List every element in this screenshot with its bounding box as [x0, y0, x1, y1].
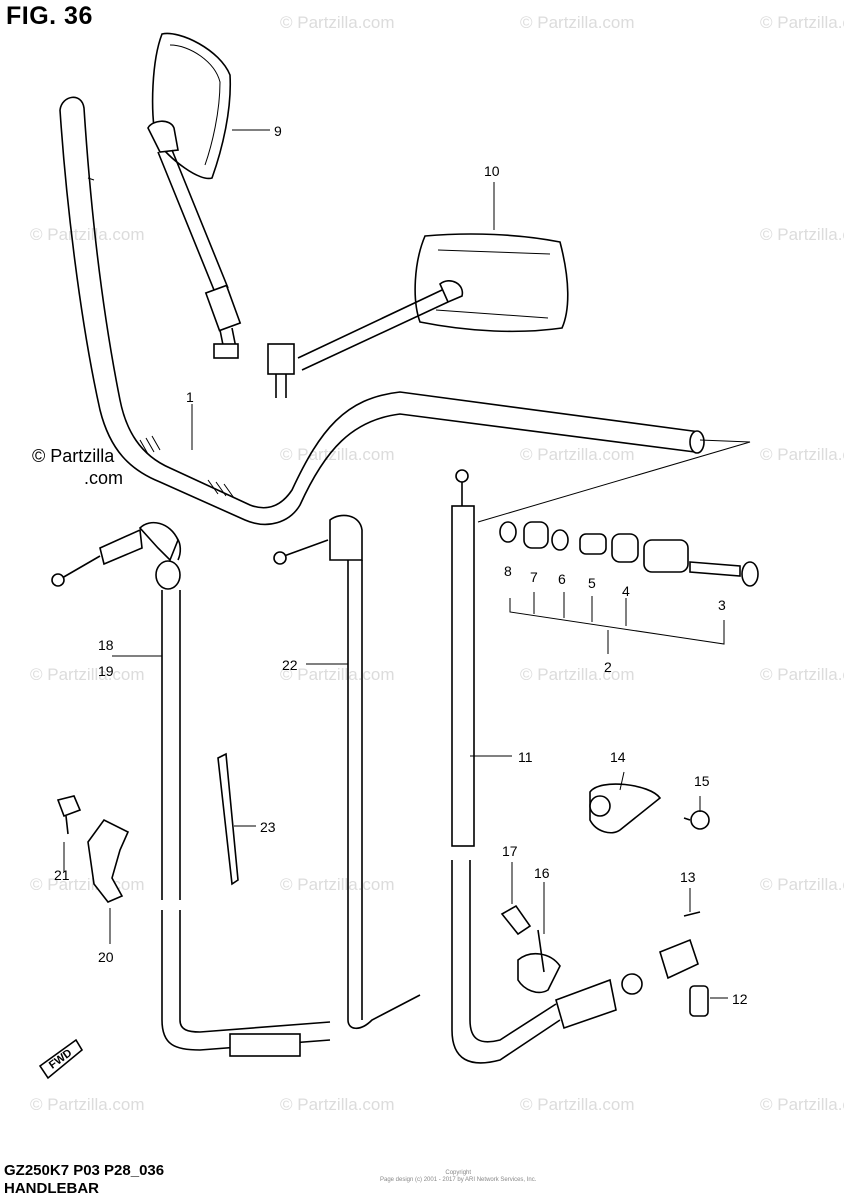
callout-22: 22 — [282, 657, 298, 673]
clutch-cable-part — [451, 469, 699, 1064]
watermark: © Partzilla.com — [760, 1095, 844, 1114]
hardware-set-part — [499, 521, 759, 654]
watermark: © Partzilla.com — [30, 875, 145, 894]
watermark: © Partzilla.com — [760, 665, 844, 684]
watermark: © Partzilla.com — [280, 445, 395, 464]
copyright-line: Page design (c) 2001 - 2017 by ARI Netwo… — [380, 1177, 537, 1183]
callout-4: 4 — [622, 583, 630, 599]
callout-9: 9 — [274, 123, 282, 139]
bracket-part — [589, 771, 662, 834]
watermark: © Partzilla.com — [280, 13, 395, 32]
watermark: © Partzilla.com — [280, 665, 395, 684]
callout-1: 1 — [186, 389, 194, 405]
watermark: © Partzilla.com — [30, 225, 145, 244]
bolt-clamp-part — [500, 904, 561, 994]
watermark: © Partzilla.com — [760, 225, 844, 244]
watermark: © Partzilla.com — [30, 1095, 145, 1114]
clamp-bolt-part — [56, 795, 130, 903]
watermark-line-2: .com — [84, 468, 124, 488]
callout-23: 23 — [260, 819, 276, 835]
callout-11: 11 — [518, 749, 533, 765]
watermark: © Partzilla.com — [760, 13, 844, 32]
fwd-arrow-icon: FWD — [38, 1038, 84, 1080]
diagram-code: GZ250K7 P03 P28_036 — [4, 1162, 165, 1179]
callout-13: 13 — [680, 869, 696, 885]
callout-19: 19 — [98, 663, 114, 679]
callout-12: 12 — [732, 991, 748, 1007]
partzilla-watermark: © Partzilla .com — [32, 445, 123, 489]
callout-2: 2 — [604, 659, 612, 675]
callout-14: 14 — [610, 749, 626, 765]
copyright-line: Copyright — [445, 1170, 472, 1176]
callout-18: 18 — [98, 637, 114, 653]
callout-21: 21 — [54, 867, 70, 883]
callout-3: 3 — [718, 597, 726, 613]
figure-title: FIG. 36 — [6, 2, 93, 30]
throttle-cable-part — [51, 521, 331, 1057]
watermark: © Partzilla.com — [280, 875, 395, 894]
leader-lines — [63, 129, 728, 999]
copyright-note: Copyright Page design (c) 2001 - 2017 by… — [380, 1170, 536, 1184]
right-mirror-part — [267, 233, 569, 398]
callout-7: 7 — [530, 569, 538, 585]
callout-8: 8 — [504, 563, 512, 579]
return-cable-part — [273, 514, 421, 1030]
callout-15: 15 — [694, 773, 710, 789]
watermark: © Partzilla.com — [520, 445, 635, 464]
callout-5: 5 — [588, 575, 596, 591]
watermark: © Partzilla.com — [520, 665, 635, 684]
watermark: © Partzilla.com — [520, 13, 635, 32]
screw-part — [683, 810, 710, 830]
watermark: © Partzilla.com — [760, 445, 844, 464]
handlebar-part — [59, 96, 751, 526]
watermark: © Partzilla.com — [520, 1095, 635, 1114]
callout-6: 6 — [558, 571, 566, 587]
diagram-name: HANDLEBAR — [4, 1180, 99, 1197]
watermark: © Partzilla.com — [280, 1095, 395, 1114]
watermark: © Partzilla.com — [30, 665, 145, 684]
cable-tie-part — [217, 752, 239, 886]
callout-20: 20 — [98, 949, 114, 965]
callout-labels: 9 10 1 8 7 6 5 4 3 2 18 19 22 11 14 15 2… — [54, 123, 748, 1007]
callout-16: 16 — [534, 865, 550, 881]
left-mirror-part — [147, 32, 242, 359]
watermark-line-1: © Partzilla — [32, 446, 115, 466]
watermark: © Partzilla.com — [760, 875, 844, 894]
callout-17: 17 — [502, 843, 518, 859]
pin-part — [683, 911, 709, 1017]
watermark-layer: © Partzilla.com © Partzilla.com © Partzi… — [30, 13, 844, 1114]
callout-10: 10 — [484, 163, 500, 179]
